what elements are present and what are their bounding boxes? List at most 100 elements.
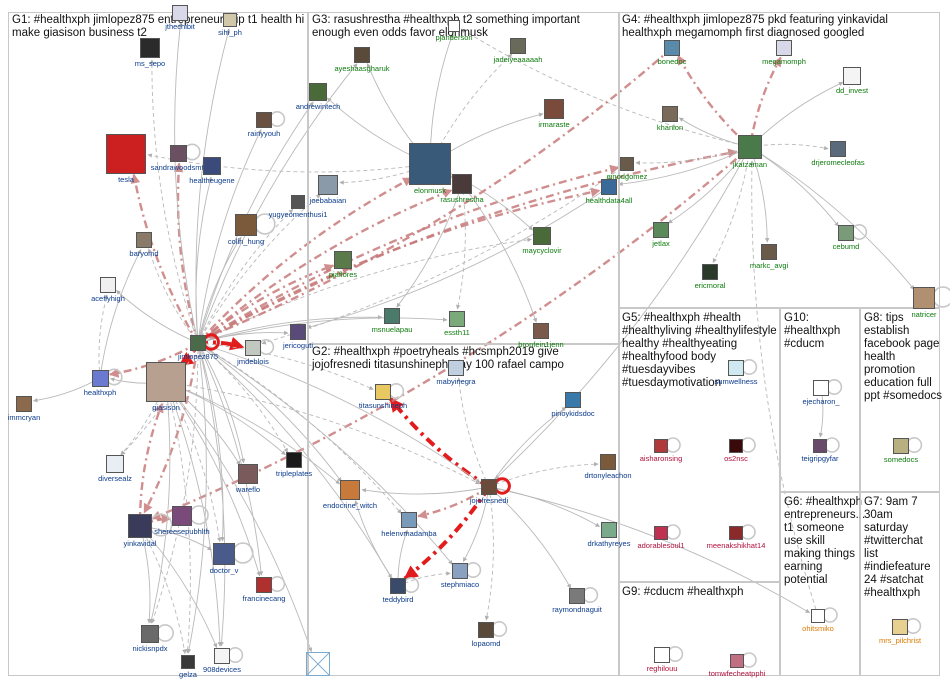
node-avatar[interactable] [449, 311, 465, 327]
node-avatar[interactable] [601, 179, 617, 195]
node-avatar[interactable] [190, 335, 206, 351]
node-avatar[interactable] [238, 464, 258, 484]
node-avatar[interactable] [565, 392, 581, 408]
node-avatar[interactable] [384, 308, 400, 324]
node-avatar[interactable] [452, 563, 468, 579]
node-avatar[interactable] [729, 439, 743, 453]
node-avatar[interactable] [100, 277, 116, 293]
node-avatar[interactable] [128, 514, 152, 538]
node-avatar[interactable] [893, 438, 909, 454]
node-avatar[interactable] [664, 40, 680, 56]
node-avatar[interactable] [478, 622, 494, 638]
node-avatar[interactable] [813, 380, 829, 396]
node-avatar[interactable] [600, 454, 616, 470]
edge-jimlopez875-to-joebabaian [197, 193, 321, 344]
node-avatar[interactable] [169, 144, 187, 162]
node-avatar[interactable] [181, 655, 195, 669]
node-avatar[interactable] [544, 99, 564, 119]
node-avatar[interactable] [256, 577, 272, 593]
node-avatar[interactable] [653, 222, 669, 238]
node-avatar[interactable] [830, 141, 846, 157]
node-avatar[interactable] [409, 143, 451, 185]
node-label: natricer [911, 310, 937, 319]
edge-jimlopez875-to-doctor-v [197, 342, 225, 542]
node-avatar[interactable] [203, 157, 221, 175]
node-avatar[interactable] [533, 227, 551, 245]
edge-jimlopez875-to-francinecang [197, 342, 264, 576]
node-avatar[interactable] [235, 214, 257, 236]
node-avatar[interactable] [340, 480, 360, 500]
node-avatar[interactable] [214, 648, 230, 664]
node-avatar[interactable] [728, 360, 744, 376]
node-avatar[interactable] [662, 106, 678, 122]
node-avatar[interactable] [334, 251, 352, 269]
node-avatar[interactable] [620, 157, 634, 171]
node-avatar[interactable] [448, 20, 460, 32]
node-avatar[interactable] [106, 455, 124, 473]
node-avatar[interactable] [913, 287, 935, 309]
node-avatar[interactable] [843, 67, 861, 85]
node-avatar[interactable] [448, 360, 464, 376]
node-avatar[interactable] [354, 47, 370, 63]
node-label: aceflyhigh [91, 294, 125, 303]
node-avatar[interactable] [141, 625, 159, 643]
node-avatar[interactable] [452, 174, 472, 194]
node-avatar[interactable] [291, 195, 305, 209]
node-avatar[interactable] [172, 506, 192, 526]
node-avatar[interactable] [306, 652, 330, 676]
node-avatar[interactable] [318, 175, 338, 195]
node-avatar[interactable] [892, 619, 908, 635]
node-avatar[interactable] [654, 526, 668, 540]
node-avatar[interactable] [146, 362, 186, 402]
node-avatar[interactable] [729, 526, 743, 540]
node-avatar[interactable] [813, 439, 827, 453]
node-avatar[interactable] [569, 588, 585, 604]
edge-yinkavidal-to-gelza [139, 525, 187, 654]
edge-jimlopez875-to-wareflo [197, 342, 246, 464]
edge-giasison-to-908devices [165, 381, 223, 647]
node-avatar[interactable] [738, 135, 762, 159]
node-avatar[interactable] [838, 225, 854, 241]
group-box-g10 [780, 308, 860, 492]
node-avatar[interactable] [702, 264, 718, 280]
node-avatar[interactable] [91, 369, 109, 387]
node-avatar[interactable] [140, 38, 160, 58]
node-avatar[interactable] [172, 5, 188, 21]
node-label: meenakshikhat14 [706, 541, 766, 550]
group-box-g1 [8, 12, 308, 676]
node-label: baryomd [129, 249, 159, 258]
node-avatar[interactable] [136, 232, 152, 248]
node-avatar[interactable] [213, 543, 235, 565]
edge-jimlopez875-to-ginodgomez [197, 164, 620, 345]
node-avatar[interactable] [654, 439, 668, 453]
edge-giasison-to-nickisnpdx [149, 381, 171, 624]
node-avatar[interactable] [401, 512, 417, 528]
node-label: pjanderson [435, 33, 473, 42]
node-label: elonmusk [413, 186, 447, 195]
node-avatar[interactable] [533, 323, 549, 339]
node-label: markc_avgi [749, 261, 789, 270]
group-label-g6: G6: #healthxph entrepreneurs... t1 someo… [784, 496, 866, 586]
node-avatar[interactable] [290, 324, 306, 340]
node-avatar[interactable] [390, 578, 406, 594]
node-avatar[interactable] [481, 479, 497, 495]
node-avatar[interactable] [730, 654, 744, 668]
node-avatar[interactable] [761, 244, 777, 260]
node-avatar[interactable] [16, 396, 32, 412]
node-avatar[interactable] [256, 112, 272, 128]
node-avatar[interactable] [776, 40, 792, 56]
node-avatar[interactable] [245, 340, 261, 356]
node-avatar[interactable] [375, 384, 391, 400]
node-avatar[interactable] [654, 647, 670, 663]
node-avatar[interactable] [223, 13, 237, 27]
group-label-g9: G9: #cducm #healthxph [622, 586, 744, 598]
node-avatar[interactable] [601, 522, 617, 538]
node-avatar[interactable] [106, 134, 146, 174]
node-label: jimlopez875 [177, 352, 219, 361]
node-avatar[interactable] [286, 452, 302, 468]
node-label: drkathyreyes [587, 539, 631, 548]
node-label: os2nsc [724, 454, 748, 463]
node-avatar[interactable] [309, 83, 327, 101]
node-avatar[interactable] [510, 38, 526, 54]
node-avatar[interactable] [811, 609, 825, 623]
